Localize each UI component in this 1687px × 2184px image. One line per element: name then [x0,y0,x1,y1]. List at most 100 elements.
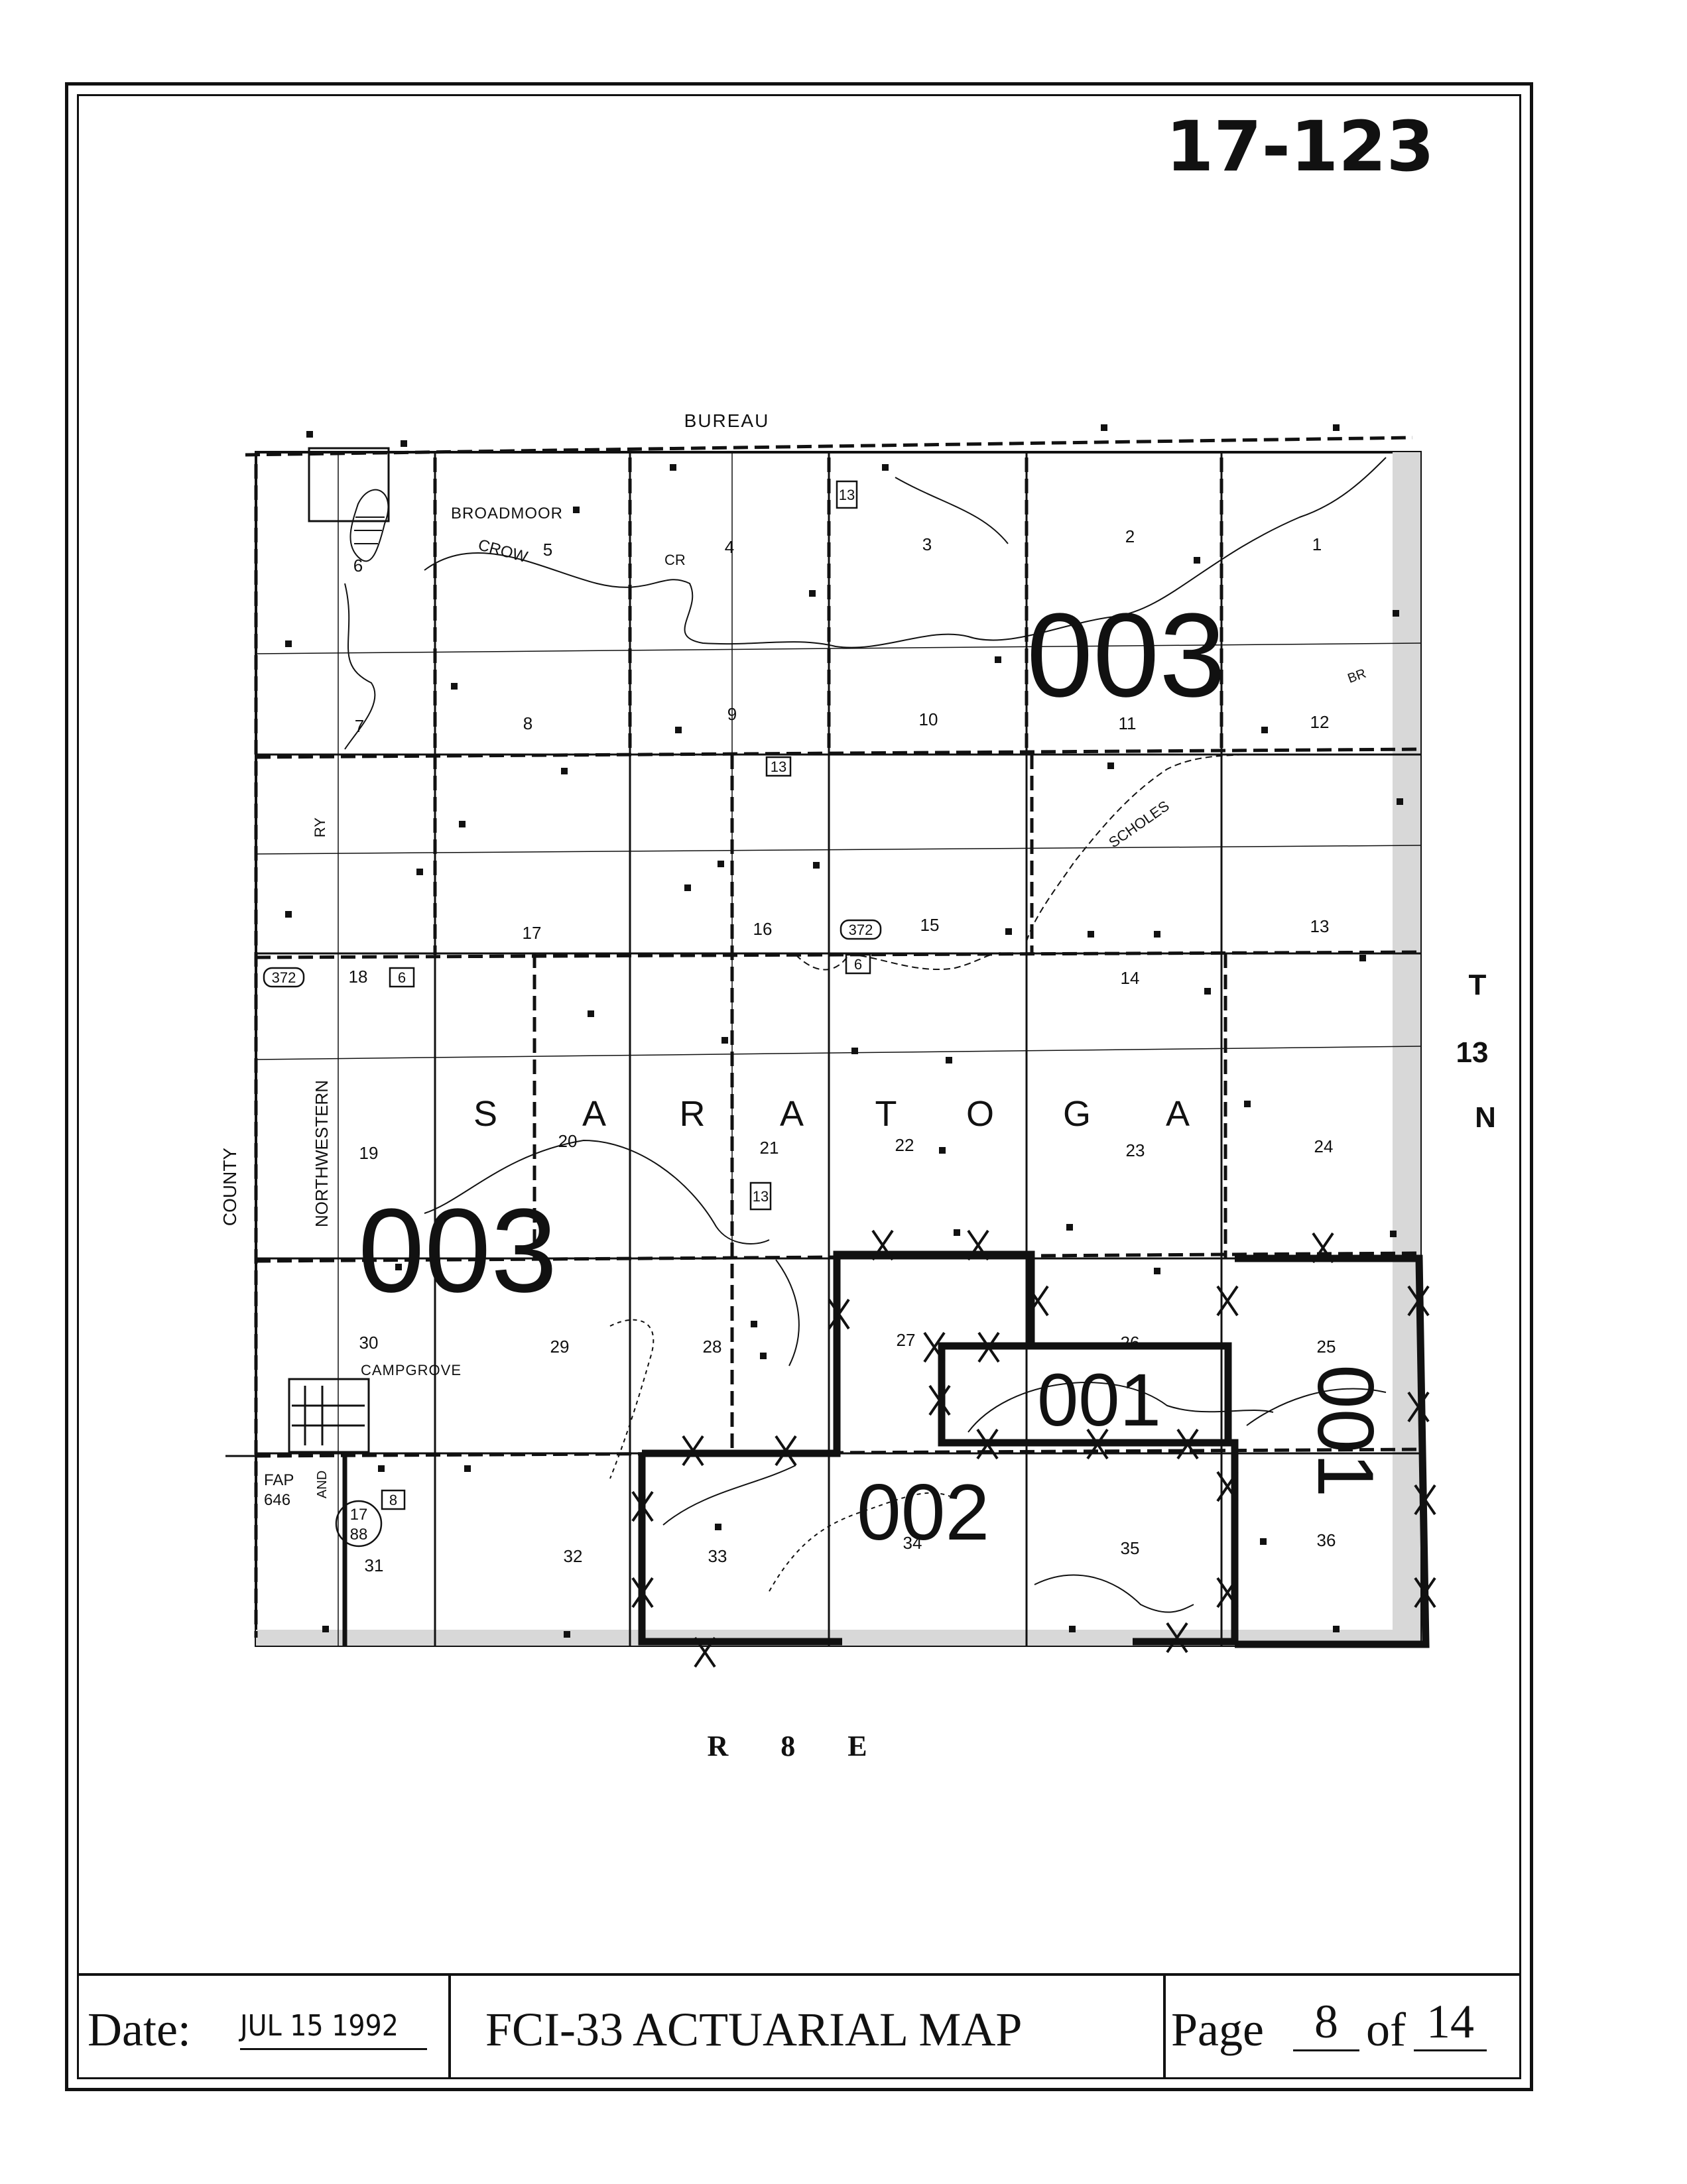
scholes-road [795,754,1247,971]
route-13-a: 13 [839,487,855,503]
footer-title: FCI-33 ACTUARIAL MAP [485,2003,1023,2056]
label-cr: CR [664,552,686,568]
east-shaded-strip [1393,452,1420,1646]
township-letter-1: S [473,1094,497,1134]
township-name: S A R A T O G A [473,1094,1190,1134]
zone-003-west: 003 [358,1184,557,1317]
footer-page-number: 8 [1293,1994,1359,2051]
footer-date-value: JUL 15 1992 [240,2009,427,2050]
section-21: 21 [760,1138,779,1158]
section-29: 29 [550,1337,570,1357]
section-2: 2 [1125,526,1135,546]
label-campgrove: CAMPGROVE [361,1362,462,1378]
footer-divider-2 [1163,1973,1166,2079]
footer-bar [77,1973,1521,2079]
route-6-a: 6 [398,969,406,986]
section-15: 15 [920,915,940,935]
township-13: 13 [1456,1036,1489,1069]
section-16: 16 [753,919,773,939]
footer-of-word: of [1366,2003,1406,2056]
section-8: 8 [523,713,532,733]
section-5: 5 [543,540,552,560]
route-17: 17 [350,1506,368,1524]
label-ry: RY [312,818,328,837]
label-br: BR [1345,666,1368,686]
section-30: 30 [359,1333,379,1353]
label-bureau: BUREAU [684,410,770,431]
section-19: 19 [359,1143,379,1163]
section-25: 25 [1317,1337,1336,1357]
township-letter-4: A [780,1094,804,1134]
section-12: 12 [1310,712,1330,732]
map-number: 17-123 [1166,106,1434,187]
section-22: 22 [895,1135,914,1155]
streams [344,457,1387,1613]
rating-zone-codes: 003 003 001 002 001 [358,589,1390,1557]
route-372-b: 372 [849,922,873,938]
township-t: T [1469,969,1487,1001]
section-34: 34 [903,1533,922,1553]
township-letter-2: A [582,1094,606,1134]
lake-hatch [354,516,385,544]
zone-001-east: 001 [1301,1365,1390,1497]
roads [245,436,1421,1638]
broadmoor-town-block [308,447,390,522]
label-fap: FAP [264,1471,294,1489]
footer-divider-1 [448,1973,451,2079]
label-broadmoor: BROADMOOR [451,505,563,522]
section-31: 31 [365,1555,384,1575]
township-letter-6: O [966,1094,994,1134]
section-17: 17 [523,923,542,943]
zone-001-center: 001 [1037,1359,1161,1441]
section-numbers: 1 2 3 4 5 6 7 8 9 10 11 12 13 14 15 16 1… [349,526,1336,1575]
section-13: 13 [1310,916,1330,936]
section-7: 7 [355,716,364,736]
footer-page-total: 14 [1414,1994,1487,2051]
inner-frame [77,94,1521,2079]
township-designation: T 13 N [1456,969,1496,1134]
range-label: R 8 E [707,1730,889,1762]
section-35: 35 [1121,1538,1140,1558]
campgrove-streets [292,1386,365,1445]
label-county: COUNTY [219,1148,240,1227]
route-13-c: 13 [753,1188,769,1205]
section-6: 6 [353,556,363,576]
label-northwestern: NORTHWESTERN [312,1080,332,1227]
section-11: 11 [1119,713,1137,733]
section-20: 20 [558,1131,578,1151]
quarter-lines [255,452,1421,1646]
footer-date-label: Date: [88,2003,191,2056]
township-letter-7: G [1063,1094,1091,1134]
zone-003-north: 003 [1027,589,1225,722]
farmsteads [285,424,1403,1638]
route-8: 8 [389,1492,397,1508]
township-n: N [1475,1101,1496,1134]
route-88: 88 [350,1526,368,1544]
section-33: 33 [708,1546,727,1566]
label-and: AND [315,1471,330,1498]
township-letter-8: A [1166,1094,1190,1134]
section-27: 27 [897,1330,916,1350]
outer-frame [65,82,1533,2091]
section-1: 1 [1312,534,1322,554]
section-grid [256,452,1420,1646]
section-26: 26 [1121,1333,1140,1353]
campgrove-town-block [288,1378,370,1453]
section-10: 10 [919,709,938,729]
section-32: 32 [564,1546,583,1566]
route-shield-outlines [263,480,882,1547]
section-23: 23 [1126,1140,1145,1160]
section-24: 24 [1314,1136,1334,1156]
township-letter-5: T [875,1094,897,1134]
boundary-x-marks [631,1229,1436,1668]
section-3: 3 [922,534,932,554]
label-crow: CROW [476,536,530,566]
route-6-b: 6 [854,956,862,973]
zone-002: 002 [857,1468,989,1557]
section-9: 9 [727,704,737,724]
label-scholes: SCHOLES [1105,798,1172,851]
label-fap-number: 646 [264,1491,290,1509]
section-36: 36 [1317,1530,1336,1550]
section-18: 18 [349,967,368,987]
